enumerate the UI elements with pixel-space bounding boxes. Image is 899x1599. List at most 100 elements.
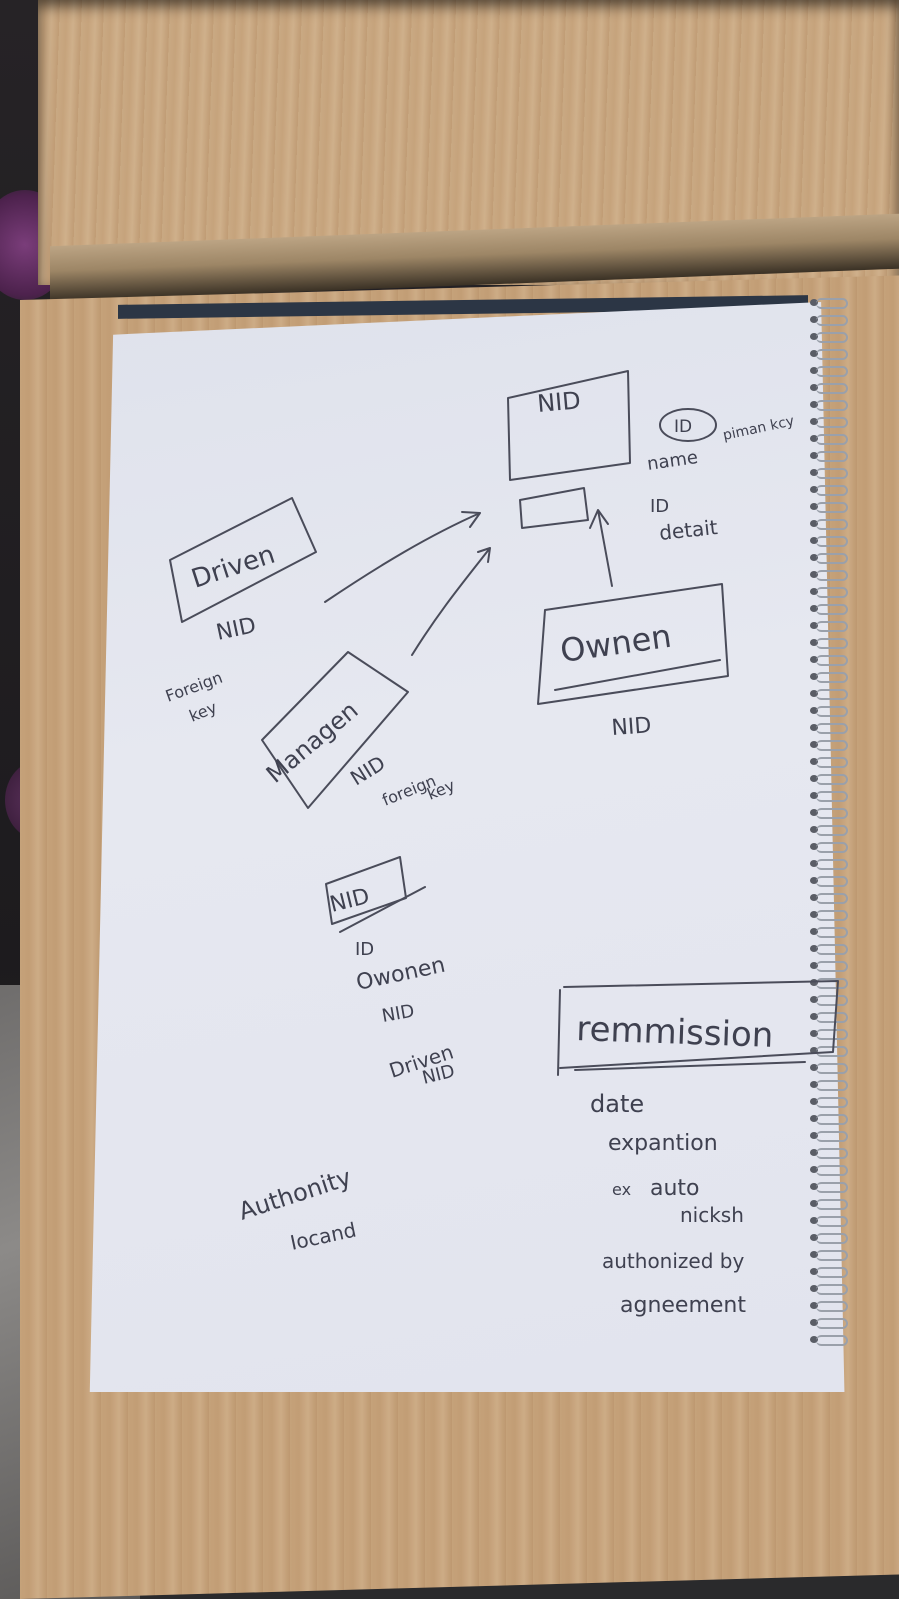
permission-title: remmission (576, 1009, 774, 1056)
spiral-ring (808, 568, 848, 581)
spiral-ring (808, 653, 848, 666)
spiral-ring (808, 704, 848, 717)
spiral-ring (808, 585, 848, 598)
owner-title: Ownen (558, 617, 674, 670)
spiral-ring (808, 534, 848, 547)
spiral-ring (808, 1248, 848, 1261)
arrow-driver-to-top (324, 511, 481, 603)
spiral-ring (808, 1010, 848, 1023)
owner-underline (554, 659, 721, 691)
spiral-ring (808, 1129, 848, 1142)
permission-attr-2: expantion (608, 1131, 718, 1156)
spiral-ring (808, 1044, 848, 1057)
driver-attr: NID (214, 613, 258, 646)
spiral-ring (808, 993, 848, 1006)
spiral-ring (808, 772, 848, 785)
id-detail-2: detait (658, 515, 719, 545)
spiral-ring (808, 296, 848, 309)
spiral-ring (808, 347, 848, 360)
spiral-ring (808, 1146, 848, 1159)
small-box (519, 487, 589, 529)
permission-attr-3: auto (650, 1176, 700, 1201)
spiral-ring (808, 364, 848, 377)
nid-table-f3: NID (380, 1001, 416, 1027)
spiral-ring (808, 721, 848, 734)
spiral-ring (808, 1214, 848, 1227)
permission-attr-6: agneement (620, 1293, 746, 1318)
spiral-ring (808, 432, 848, 445)
authority-line-1: Authonity (235, 1163, 354, 1226)
spiral-ring (808, 1180, 848, 1193)
permission-attr-1: date (590, 1090, 644, 1118)
permission-underline (574, 1061, 806, 1071)
spiral-binding (808, 296, 848, 1366)
spiral-ring (808, 1333, 848, 1346)
driver-box (169, 497, 317, 623)
spiral-ring (808, 517, 848, 530)
spiral-ring (808, 874, 848, 887)
permission-line (557, 989, 561, 1076)
spiral-ring (808, 500, 848, 513)
driver-title: Driven (188, 540, 279, 595)
spiral-ring (808, 840, 848, 853)
authority-line-2: Iocand (288, 1218, 358, 1255)
primary-key-circle (659, 408, 717, 442)
spiral-ring (808, 1163, 848, 1176)
permission-attr-3-icon: ex (612, 1180, 631, 1199)
spiral-ring (808, 823, 848, 836)
top-entity-box (507, 370, 631, 481)
spiral-ring (808, 1112, 848, 1125)
spiral-ring (808, 942, 848, 955)
top-entity-title: NID (536, 386, 582, 418)
spiral-ring (808, 1265, 848, 1278)
spiral-ring (808, 806, 848, 819)
manager-box (261, 651, 409, 809)
spiral-ring (808, 908, 848, 921)
owner-attr: NID (611, 713, 653, 741)
spiral-ring (808, 602, 848, 615)
owner-box (537, 583, 729, 705)
spiral-ring (808, 330, 848, 343)
spiral-ring (808, 738, 848, 751)
spiral-ring (808, 789, 848, 802)
spiral-ring (808, 1027, 848, 1040)
spiral-ring (808, 1299, 848, 1312)
arrow-manager-to-top (411, 547, 491, 656)
arrow-owner-up (589, 509, 613, 587)
primary-key-label: piman kcy (722, 413, 796, 444)
spiral-ring (808, 381, 848, 394)
driver-note-2: key (186, 698, 219, 726)
spiral-ring (808, 959, 848, 972)
spiral-ring (808, 483, 848, 496)
spiral-ring (808, 1231, 848, 1244)
spiral-ring (808, 1095, 848, 1108)
top-id-label: ID (674, 417, 692, 437)
spiral-ring (808, 687, 848, 700)
spiral-ring (808, 551, 848, 564)
nid-table-line (339, 886, 426, 933)
spiral-ring (808, 466, 848, 479)
spiral-ring (808, 619, 848, 632)
spiral-ring (808, 1078, 848, 1091)
spiral-ring (808, 1197, 848, 1210)
permission-attr-5: authonized by (602, 1249, 744, 1273)
spiral-ring (808, 891, 848, 904)
notebook-page (89, 302, 845, 1392)
spiral-ring (808, 755, 848, 768)
spiral-ring (808, 925, 848, 938)
spiral-ring (808, 857, 848, 870)
spiral-ring (808, 415, 848, 428)
spiral-ring (808, 1316, 848, 1329)
permission-attr-4: nicksh (680, 1203, 744, 1227)
spiral-ring (808, 398, 848, 411)
name-attr: name (646, 447, 699, 475)
spiral-ring (808, 313, 848, 326)
spiral-ring (808, 636, 848, 649)
permission-box (559, 980, 839, 1069)
spiral-ring (808, 1061, 848, 1074)
spiral-ring (808, 670, 848, 683)
spiral-ring (808, 449, 848, 462)
id-detail-1: ID (650, 496, 669, 517)
nid-table-f1: ID (355, 939, 374, 960)
